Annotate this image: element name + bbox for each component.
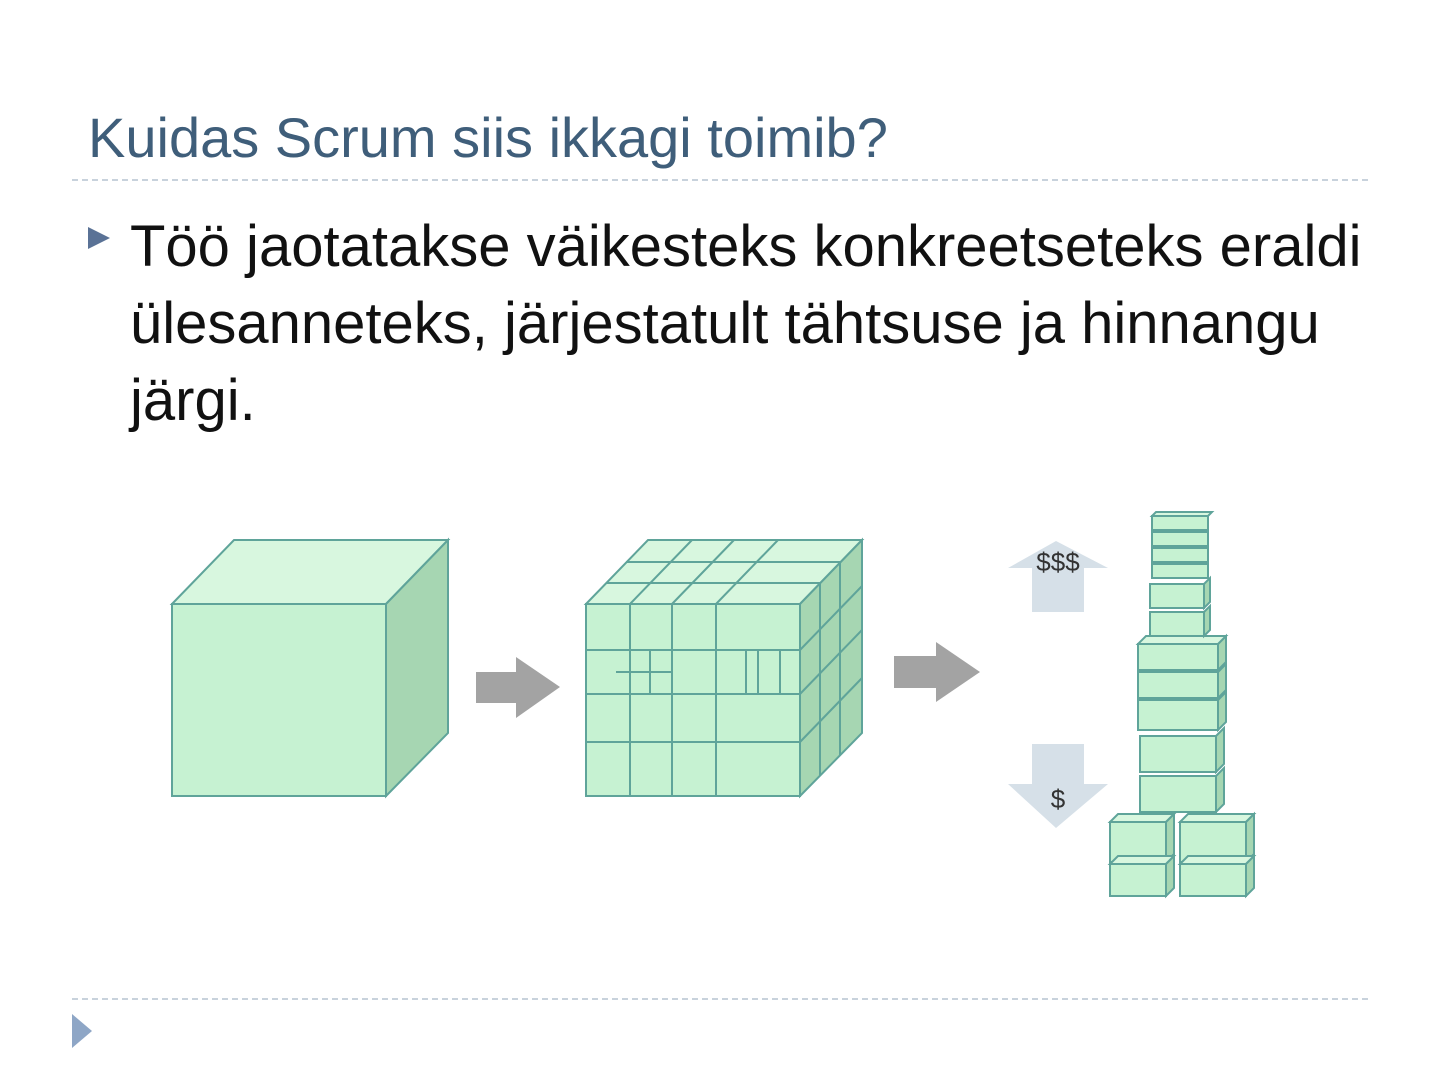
split-arrow-icon (476, 657, 560, 718)
figure-canvas: $$$ $ (169, 511, 1257, 899)
prioritize-arrow-icon (894, 642, 980, 702)
bullet-marker-icon (88, 227, 110, 249)
next-slide-arrow-icon[interactable] (72, 1014, 92, 1048)
title-divider (72, 179, 1368, 181)
scrum-decomposition-figure: $$$ $ (130, 480, 1300, 920)
footer-divider (72, 998, 1368, 1000)
bullet-text: Töö jaotatakse väikesteks konkreetseteks… (130, 214, 1362, 433)
high-value-label: $$$ (1036, 547, 1080, 577)
low-value-arrow-icon: $ (1008, 744, 1108, 828)
slide-title: Kuidas Scrum siis ikkagi toimib? (88, 106, 888, 169)
whole-cube (169, 537, 451, 799)
high-value-arrow-icon: $$$ (1008, 541, 1108, 612)
prioritized-task-stack (1107, 511, 1257, 899)
split-cube (583, 537, 865, 799)
low-value-label: $ (1051, 784, 1066, 814)
